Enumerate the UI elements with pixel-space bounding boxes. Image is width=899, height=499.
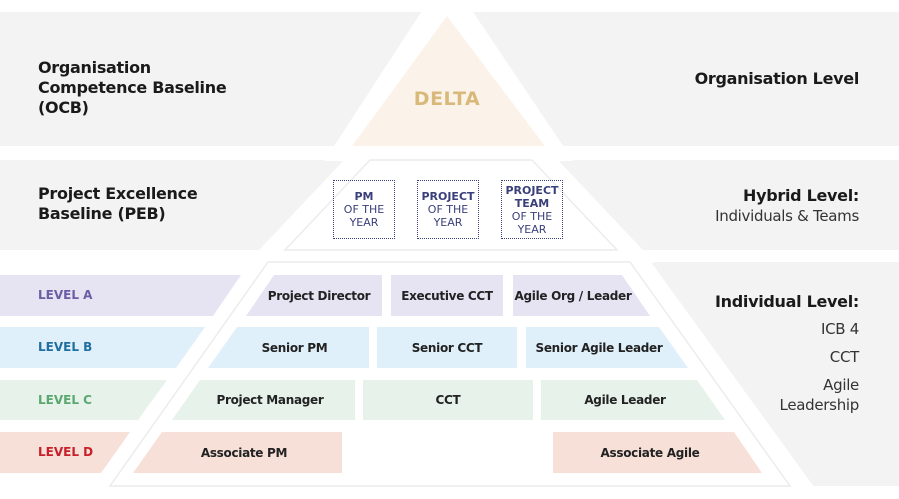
role-box: [246, 275, 382, 316]
role-senior-cct: Senior CCT: [411, 340, 483, 355]
role-box: [208, 327, 369, 368]
award-subtitle: OF THE YEAR: [511, 209, 553, 236]
delta-triangle: [352, 16, 545, 146]
peb-heading: Project Excellence Baseline (PEB): [38, 184, 198, 223]
organisation-level-heading: Organisation Level: [694, 69, 860, 88]
role-box: [513, 275, 650, 316]
level-b-label: LEVEL B: [38, 340, 93, 354]
role-agile-org-leader: Agile Org / Leader: [514, 288, 632, 303]
level-c-label: LEVEL C: [38, 393, 92, 407]
award-title: PROJECT: [421, 190, 475, 203]
individual-item: ICB 4: [821, 320, 859, 338]
role-cct: CCT: [435, 393, 461, 407]
role-box: [363, 380, 533, 420]
level-a-label: LEVEL A: [38, 288, 93, 302]
individual-item: CCT: [829, 348, 860, 366]
delta-label: DELTA: [413, 88, 481, 110]
role-box: [377, 327, 517, 368]
role-box: [172, 380, 355, 420]
role-project-manager: Project Manager: [216, 393, 324, 407]
individual-trapezoid: [108, 261, 792, 487]
level-a-bar: [0, 275, 241, 316]
role-senior-agile-leader: Senior Agile Leader: [535, 340, 663, 355]
role-associate-agile: Associate Agile: [600, 445, 700, 460]
level-d-label: LEVEL D: [38, 445, 94, 459]
role-senior-pm: Senior PM: [261, 340, 328, 355]
role-associate-pm: Associate PM: [200, 445, 288, 460]
level-d-bar: [0, 432, 130, 473]
level-c-bar: [0, 380, 167, 420]
award-title: PM: [354, 190, 374, 203]
role-agile-leader: Agile Leader: [584, 393, 666, 407]
role-box: [553, 432, 762, 473]
individual-item: Agile Leadership: [779, 376, 860, 414]
award-project-team-of-the-year: PROJECT TEAM OF THE YEAR: [501, 180, 563, 239]
role-box: [541, 380, 725, 420]
role-box: [133, 432, 342, 473]
ocb-heading: Organisation Competence Baseline (OCB): [38, 58, 227, 117]
role-box: [391, 275, 503, 316]
award-pm-of-the-year: PM OF THE YEAR: [333, 180, 395, 239]
award-project-of-the-year: PROJECT OF THE YEAR: [417, 180, 479, 239]
individual-level-heading: Individual Level:: [714, 292, 859, 311]
hybrid-trapezoid: [283, 159, 619, 251]
award-subtitle: OF THE YEAR: [427, 203, 469, 229]
award-subtitle: OF THE YEAR: [343, 203, 385, 229]
role-project-director: Project Director: [267, 288, 371, 303]
role-box: [526, 327, 688, 368]
level-b-bar: [0, 327, 205, 368]
hybrid-level-heading: Hybrid Level:: [743, 186, 859, 205]
hybrid-level-subtitle: Individuals & Teams: [715, 207, 859, 225]
award-title: PROJECT TEAM: [505, 183, 559, 210]
role-executive-cct: Executive CCT: [401, 288, 493, 303]
